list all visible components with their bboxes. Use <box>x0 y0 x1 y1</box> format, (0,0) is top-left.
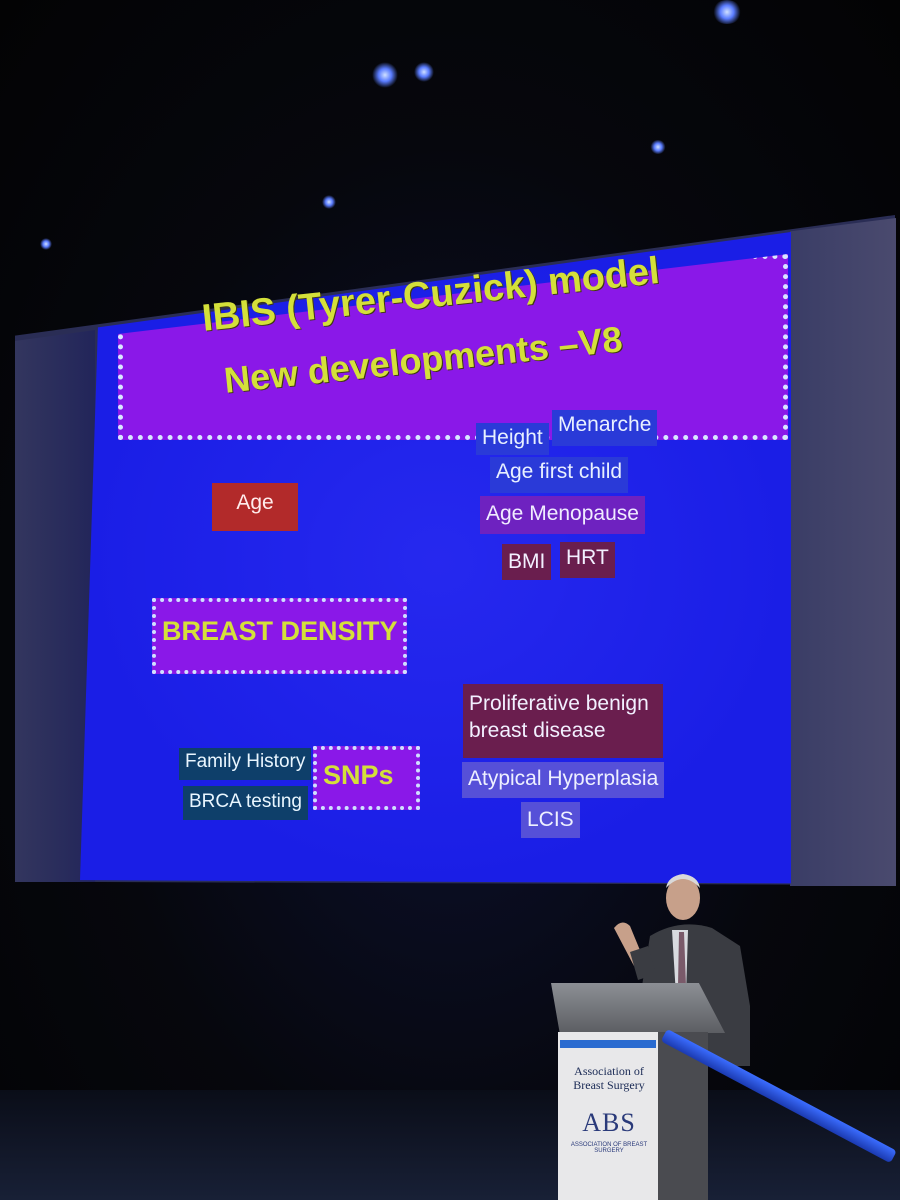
lectern-front <box>558 1032 658 1200</box>
screen-right-panel <box>790 218 896 886</box>
ceiling-light <box>414 62 434 82</box>
factor-age-menopause: Age Menopause <box>480 496 645 534</box>
abs-logo: ABS <box>582 1108 636 1137</box>
factor-age-first-child: Age first child <box>490 457 629 493</box>
ceiling-light <box>712 0 742 24</box>
ceiling-light <box>322 195 336 209</box>
factor-breast-density: BREAST DENSITY <box>152 598 407 674</box>
factor-bmi: BMI <box>502 544 552 580</box>
factor-proliferative-benign: Proliferative benign breast disease <box>463 684 663 758</box>
stage-floor <box>0 1090 900 1200</box>
screen-left-panel <box>15 330 95 882</box>
factor-proliferative-line1: Proliferative benign <box>469 692 649 715</box>
lectern-stripe <box>560 1040 656 1048</box>
factor-proliferative-line2: breast disease <box>469 719 606 742</box>
factor-age: Age <box>212 483 298 531</box>
factor-hrt: HRT <box>560 542 615 578</box>
lectern-org-name: Association of Breast Surgery <box>566 1064 652 1092</box>
factor-snps: SNPs <box>313 746 420 810</box>
ceiling-light <box>40 238 52 250</box>
lectern-org-line1: Association of <box>574 1064 644 1078</box>
abs-logo-subtitle: ASSOCIATION OF BREAST SURGERY <box>570 1142 648 1154</box>
factor-family-history: Family History <box>179 748 312 780</box>
factor-atypical-hyperplasia: Atypical Hyperplasia <box>462 762 665 798</box>
lectern-org-line2: Breast Surgery <box>573 1078 645 1092</box>
ceiling-light <box>650 140 666 154</box>
ceiling-light <box>372 62 398 88</box>
factor-menarche: Menarche <box>552 410 658 446</box>
factor-height: Height <box>476 423 549 455</box>
factor-lcis: LCIS <box>521 802 580 838</box>
factor-brca-testing: BRCA testing <box>183 786 308 820</box>
lectern-top <box>551 983 725 1033</box>
